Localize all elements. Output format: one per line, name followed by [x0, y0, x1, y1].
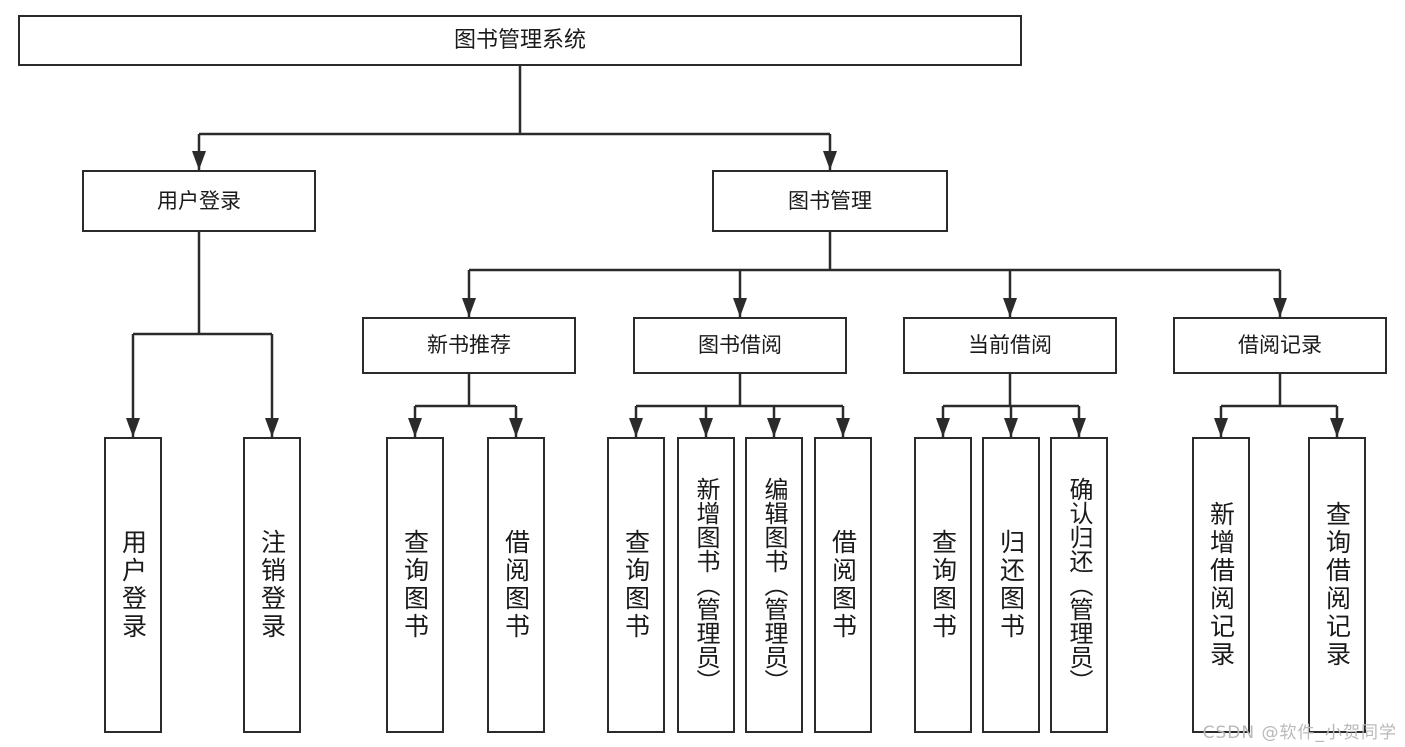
node-label: 注销登录 [257, 529, 287, 641]
node-label: 借阅图书 [501, 529, 531, 641]
node-book-borrow: 图书借阅 [633, 317, 847, 374]
node-leaf-return-book: 归还图书 [982, 437, 1040, 733]
node-leaf-confirm-return: 确认归还（管理员） [1050, 437, 1108, 733]
node-label: 借阅记录 [1238, 333, 1322, 358]
node-new-book-rec: 新书推荐 [362, 317, 576, 374]
arrow-head-icon [767, 418, 781, 437]
arrow-head-icon [629, 418, 643, 437]
node-book-manage: 图书管理 [712, 170, 948, 232]
node-leaf-query-book-2: 查询图书 [607, 437, 665, 733]
node-label: 新书推荐 [427, 333, 511, 358]
node-leaf-user-login: 用户登录 [104, 437, 162, 733]
csdn-watermark: CSDN @软件_小贺同学 [1202, 723, 1397, 743]
node-label: 编辑图书（管理员） [760, 477, 788, 693]
node-leaf-query-record: 查询借阅记录 [1308, 437, 1366, 733]
arrow-head-icon [462, 298, 476, 317]
node-label: 新增图书（管理员） [692, 477, 720, 693]
node-label: 图书借阅 [698, 333, 782, 358]
arrow-head-icon [836, 418, 850, 437]
arrow-head-icon [265, 418, 279, 437]
arrow-head-icon [733, 298, 747, 317]
node-user-login: 用户登录 [82, 170, 316, 232]
arrow-head-icon [1330, 418, 1344, 437]
arrow-head-icon [509, 418, 523, 437]
node-label: 查询图书 [928, 529, 958, 641]
node-label: 确认归还（管理员） [1065, 477, 1093, 693]
node-label: 图书管理系统 [453, 27, 586, 53]
arrow-head-icon [1072, 418, 1086, 437]
arrow-head-icon [192, 151, 206, 170]
node-leaf-add-book: 新增图书（管理员） [677, 437, 735, 733]
node-label: 查询借阅记录 [1322, 501, 1352, 669]
node-leaf-borrow-book-2: 借阅图书 [814, 437, 872, 733]
node-label: 查询图书 [400, 529, 430, 641]
node-label: 用户登录 [118, 529, 148, 641]
arrow-head-icon [1003, 298, 1017, 317]
node-leaf-borrow-book-1: 借阅图书 [487, 437, 545, 733]
arrow-head-icon [936, 418, 950, 437]
arrow-head-icon [126, 418, 140, 437]
node-label: 新增借阅记录 [1206, 501, 1236, 669]
arrow-head-icon [699, 418, 713, 437]
node-label: 查询图书 [621, 529, 651, 641]
node-borrow-record: 借阅记录 [1173, 317, 1387, 374]
node-label: 当前借阅 [968, 333, 1052, 358]
node-leaf-query-book-1: 查询图书 [386, 437, 444, 733]
arrow-head-icon [1273, 298, 1287, 317]
arrow-head-icon [1004, 418, 1018, 437]
node-root: 图书管理系统 [18, 15, 1022, 66]
arrow-head-icon [823, 151, 837, 170]
node-label: 归还图书 [996, 529, 1026, 641]
node-label: 用户登录 [157, 188, 241, 213]
arrow-head-icon [1214, 418, 1228, 437]
node-current-borrow: 当前借阅 [903, 317, 1117, 374]
arrow-head-icon [408, 418, 422, 437]
node-label: 借阅图书 [828, 529, 858, 641]
node-leaf-query-book-3: 查询图书 [914, 437, 972, 733]
node-leaf-edit-book: 编辑图书（管理员） [745, 437, 803, 733]
node-leaf-logout: 注销登录 [243, 437, 301, 733]
node-label: 图书管理 [788, 188, 872, 213]
node-leaf-add-record: 新增借阅记录 [1192, 437, 1250, 733]
